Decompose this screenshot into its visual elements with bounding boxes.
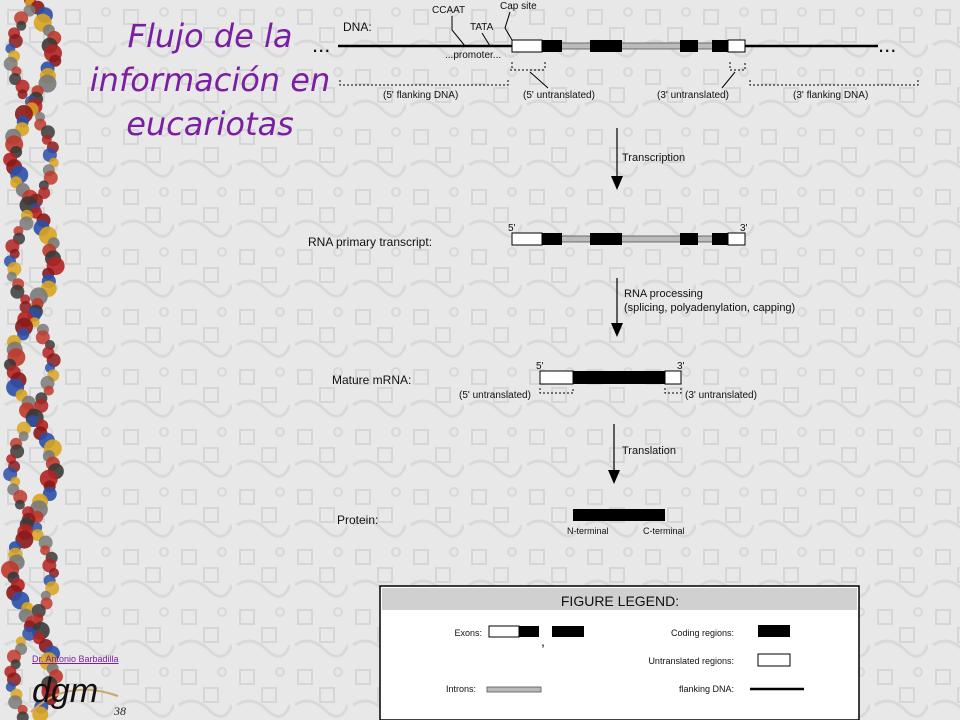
logo-text: dgm: [32, 672, 98, 710]
helix-atom: [14, 499, 25, 510]
helix-atom: [17, 328, 30, 341]
author-link[interactable]: Dr. Antonio Barbadilla: [32, 654, 119, 664]
dna-ellipsis-right: ...: [878, 32, 896, 57]
ccaat-label: CCAAT: [432, 5, 465, 16]
helix-atom: [17, 89, 28, 100]
dna-exon-4: [712, 40, 728, 52]
helix-atom: [14, 11, 29, 26]
helix-atom: [38, 74, 57, 93]
slide-title: Flujo de la información en eucariotas: [89, 17, 331, 143]
helix-atom: [45, 581, 60, 596]
legend-exons-label: Exons:: [454, 628, 482, 638]
flank3-label: (3' flanking DNA): [793, 90, 868, 101]
helix-atom: [32, 706, 49, 720]
legend-intron-swatch: [486, 686, 542, 693]
n-terminal-label: N-terminal: [567, 526, 609, 536]
helix-atom: [15, 79, 30, 94]
helix-atom: [19, 301, 32, 313]
page-number: 38: [114, 704, 126, 718]
primary-5-label: 5': [508, 223, 516, 234]
figure-legend: FIGURE LEGEND: Exons: , Coding regions: …: [379, 585, 860, 720]
processing-arrow: [611, 323, 623, 337]
transcription-label: Transcription: [622, 152, 685, 164]
dna-utr3-label: (3' untranslated): [657, 90, 729, 101]
helix-atom: [8, 695, 23, 710]
helix-atom: [43, 385, 54, 396]
dna-exon-1: [542, 40, 562, 52]
helix-atom: [16, 421, 31, 436]
dgm-logo: dgm: [30, 672, 119, 713]
processing-label-2: (splicing, polyadenylation, capping): [624, 302, 795, 314]
helix-atom: [19, 216, 34, 231]
helix-atom: [40, 545, 51, 556]
mrna-coding: [573, 371, 665, 384]
protein-bar: [573, 509, 665, 521]
helix-atom: [16, 20, 27, 31]
dna-helix-decoration: [1, 0, 65, 720]
helix-atom: [34, 398, 49, 413]
helix-atom: [18, 431, 29, 442]
helix-atom: [22, 626, 37, 641]
primary-3-label: 3': [740, 223, 748, 234]
promoter-label: ...promoter...: [445, 50, 501, 61]
legend-untranslated-label: Untranslated regions:: [648, 656, 734, 666]
helix-atom: [35, 330, 50, 345]
dna-exon-3: [680, 40, 698, 52]
helix-atom: [13, 490, 28, 504]
legend-title: FIGURE LEGEND:: [561, 593, 679, 609]
mrna-utr5-label: (5' untranslated): [459, 390, 531, 401]
mrna-utr5-box: [539, 370, 574, 385]
helix-atom: [43, 170, 58, 185]
translation-arrow: [608, 470, 620, 484]
cap-site-label: Cap site: [500, 1, 537, 12]
legend-coding-swatch: [758, 625, 790, 637]
mrna-3-label: 3': [677, 361, 685, 372]
flank5-label: (5' flanking DNA): [383, 90, 458, 101]
helix-atom: [16, 711, 29, 720]
c-terminal-label: C-terminal: [643, 526, 685, 536]
helix-atom: [5, 682, 16, 692]
dna-exon-2: [590, 40, 622, 52]
legend-comma: ,: [541, 633, 545, 649]
tata-label: TATA: [470, 22, 494, 33]
legend-coding-label: Coding regions:: [671, 628, 734, 638]
mrna-5-label: 5': [536, 361, 544, 372]
dna-utr5-box: [511, 39, 543, 53]
legend-introns-label: Introns:: [446, 684, 476, 694]
helix-atom: [31, 604, 46, 618]
mrna-utr3-label: (3' untranslated): [685, 390, 757, 401]
protein-label: Protein:: [337, 513, 378, 527]
legend-flanking-label: flanking DNA:: [679, 684, 734, 694]
mrna-utr3-box: [664, 370, 682, 385]
translation-label: Translation: [622, 445, 676, 457]
helix-atom: [26, 415, 39, 427]
legend-untranslated-swatch: [757, 653, 791, 667]
helix-atom: [38, 535, 53, 550]
dna-label: DNA:: [343, 20, 372, 34]
transcription-arrow: [611, 176, 623, 190]
helix-atom: [23, 4, 36, 17]
helix-atom: [41, 134, 52, 145]
primary-transcript-label: RNA primary transcript:: [308, 235, 432, 249]
helix-atom: [10, 284, 25, 299]
mrna-label: Mature mRNA:: [332, 373, 411, 387]
dna-utr3-box: [727, 39, 746, 53]
dna-utr5-label: (5' untranslated): [523, 90, 595, 101]
dna-ellipsis-left: ...: [312, 32, 330, 57]
processing-label-1: RNA processing: [624, 288, 703, 300]
helix-atom: [6, 271, 17, 282]
